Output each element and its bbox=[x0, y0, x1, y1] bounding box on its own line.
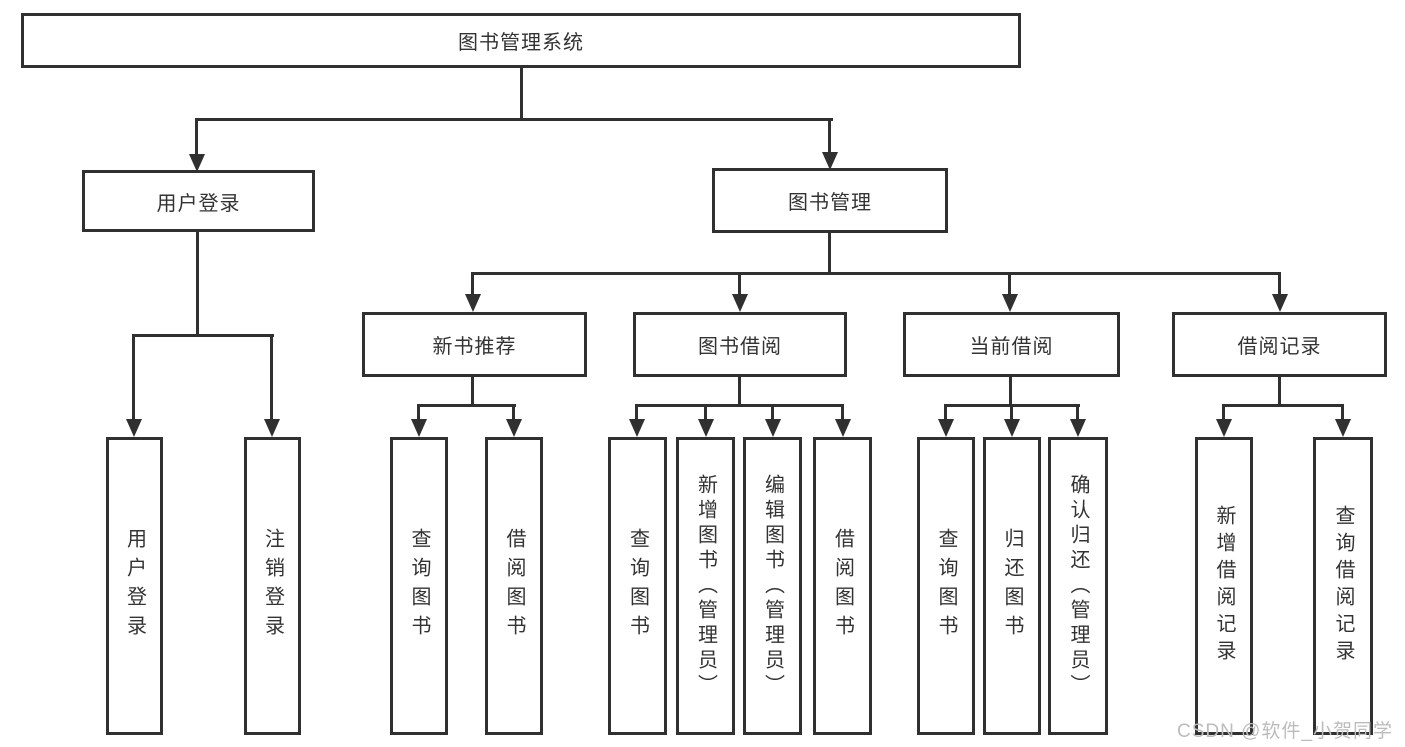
connector-arrow-line bbox=[471, 272, 474, 298]
node-borrow-records: 借阅记录 bbox=[1172, 312, 1387, 377]
leaf-label: 查询图书 bbox=[408, 528, 430, 644]
leaf-label: 确认归还（管理员） bbox=[1067, 473, 1089, 699]
connector-rail bbox=[417, 404, 516, 407]
connector-rail bbox=[1222, 404, 1344, 407]
node-user-login: 用户登录 bbox=[82, 170, 315, 232]
connector-arrow-line bbox=[270, 334, 273, 422]
leaf-label: 查询图书 bbox=[935, 528, 957, 644]
connector-arrow-line bbox=[738, 272, 741, 298]
node-new-book-recommend: 新书推荐 bbox=[362, 312, 587, 377]
arrow-down-icon bbox=[189, 154, 205, 172]
connector-level2-rail bbox=[196, 118, 833, 121]
node-current-borrow: 当前借阅 bbox=[903, 312, 1120, 377]
arrow-down-icon bbox=[411, 419, 427, 437]
leaf-confirm-return-admin: 确认归还（管理员） bbox=[1048, 437, 1108, 735]
arrow-down-icon bbox=[629, 419, 645, 437]
connector-arrow-line bbox=[1341, 404, 1344, 426]
leaf-label: 查询图书 bbox=[626, 528, 649, 644]
arrow-down-icon bbox=[506, 419, 522, 437]
connector-arrow-line bbox=[1278, 272, 1281, 298]
connector-stem bbox=[471, 377, 474, 406]
arrow-down-icon bbox=[1272, 294, 1288, 312]
leaf-query-books-2: 查询图书 bbox=[608, 437, 667, 735]
connector-arrow-line bbox=[828, 118, 831, 156]
leaf-query-books-3: 查询图书 bbox=[917, 437, 975, 735]
node-book-borrow: 图书借阅 bbox=[633, 312, 847, 377]
connector-arrow-line bbox=[195, 118, 198, 158]
node-book-management: 图书管理 bbox=[712, 168, 948, 233]
arrow-down-icon bbox=[732, 294, 748, 312]
leaf-return-books: 归还图书 bbox=[983, 437, 1041, 735]
connector-book-management-stem bbox=[828, 233, 831, 274]
leaf-user-login: 用户登录 bbox=[106, 437, 163, 735]
connector-arrow-line bbox=[1076, 404, 1079, 426]
connector-user-login-stem bbox=[196, 232, 199, 336]
connector-arrow-line bbox=[944, 404, 947, 426]
connector-stem bbox=[1278, 377, 1281, 406]
connector-arrow-line bbox=[1222, 404, 1225, 426]
connector-rail bbox=[635, 404, 844, 407]
leaf-label: 查询借阅记录 bbox=[1332, 505, 1354, 667]
arrow-down-icon bbox=[1070, 419, 1086, 437]
connector-level3-rail bbox=[471, 272, 1281, 275]
connector-arrow-line bbox=[771, 404, 774, 426]
leaf-query-borrow-record: 查询借阅记录 bbox=[1313, 437, 1373, 735]
leaf-label: 注销登录 bbox=[261, 528, 284, 644]
leaf-label: 新增借阅记录 bbox=[1213, 505, 1235, 667]
leaf-label: 借阅图书 bbox=[503, 528, 525, 644]
arrow-down-icon bbox=[938, 419, 954, 437]
watermark-text: CSDN @软件_小贺同学 bbox=[1177, 721, 1393, 742]
arrow-down-icon bbox=[1335, 419, 1351, 437]
connector-arrow-line bbox=[704, 404, 707, 426]
connector-arrow-line bbox=[417, 404, 420, 426]
connector-arrow-line bbox=[132, 334, 135, 422]
arrow-down-icon bbox=[1216, 419, 1232, 437]
connector-stem bbox=[738, 377, 741, 406]
arrow-down-icon bbox=[465, 294, 481, 312]
leaf-label: 编辑图书（管理员） bbox=[761, 473, 784, 699]
connector-root-stem bbox=[520, 68, 523, 121]
arrow-down-icon bbox=[264, 419, 280, 437]
leaf-logout: 注销登录 bbox=[244, 437, 301, 735]
leaf-add-books-admin: 新增图书（管理员） bbox=[676, 437, 735, 735]
arrow-down-icon bbox=[835, 419, 851, 437]
connector-user-login-rail bbox=[132, 334, 274, 337]
leaf-label: 归还图书 bbox=[1001, 528, 1023, 644]
leaf-label: 借阅图书 bbox=[831, 528, 854, 644]
leaf-borrow-books-1: 借阅图书 bbox=[485, 437, 543, 735]
node-library-management-system: 图书管理系统 bbox=[21, 13, 1021, 68]
arrow-down-icon bbox=[765, 419, 781, 437]
leaf-borrow-books-2: 借阅图书 bbox=[813, 437, 872, 735]
leaf-label: 新增图书（管理员） bbox=[694, 473, 717, 699]
arrow-down-icon bbox=[126, 419, 142, 437]
connector-arrow-line bbox=[1010, 404, 1013, 426]
arrow-down-icon bbox=[822, 152, 838, 170]
connector-arrow-line bbox=[841, 404, 844, 426]
connector-arrow-line bbox=[512, 404, 515, 426]
arrow-down-icon bbox=[1004, 419, 1020, 437]
arrow-down-icon bbox=[1002, 294, 1018, 312]
connector-arrow-line bbox=[1008, 272, 1011, 298]
connector-stem bbox=[1009, 377, 1012, 407]
leaf-label: 用户登录 bbox=[123, 528, 146, 644]
leaf-query-books-1: 查询图书 bbox=[390, 437, 448, 735]
leaf-add-borrow-record: 新增借阅记录 bbox=[1195, 437, 1253, 735]
arrow-down-icon bbox=[698, 419, 714, 437]
connector-arrow-line bbox=[635, 404, 638, 426]
leaf-edit-books-admin: 编辑图书（管理员） bbox=[743, 437, 802, 735]
